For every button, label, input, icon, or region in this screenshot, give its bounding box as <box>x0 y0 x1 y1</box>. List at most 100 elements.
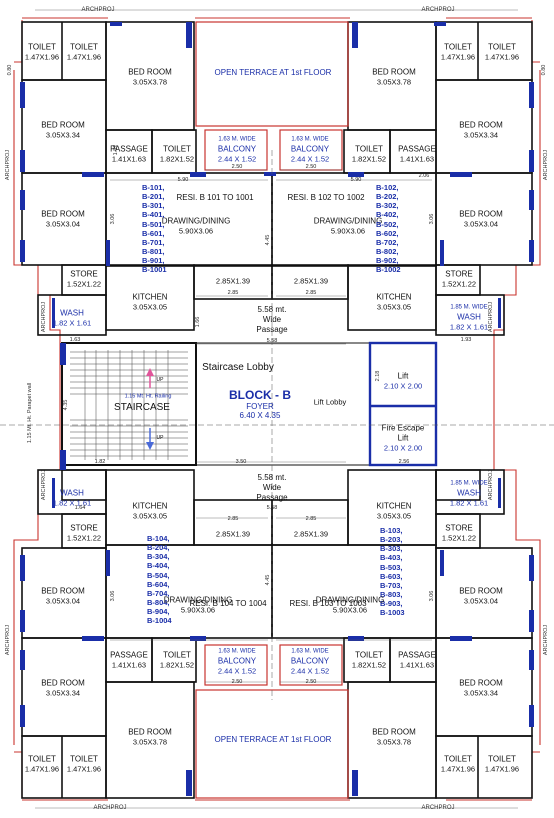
watermark-top-right: ARCHPROJ <box>421 7 455 13</box>
columns <box>20 22 534 796</box>
unit-number: B-1002 <box>376 265 401 275</box>
unit-number: B-504, <box>147 570 170 580</box>
dim-193-t: 1.93 <box>460 337 472 343</box>
watermark-left-4: ARCHPROJ <box>5 624 11 656</box>
unit-number: B-402, <box>376 210 399 220</box>
unit-list-b4: B-104,B-204,B-304,B-404,B-504,B-604,B-70… <box>147 534 172 625</box>
unit-number: B-901, <box>142 256 165 266</box>
sub-bl: 2.85X1.39 <box>215 529 251 539</box>
dim-166: 1.66 <box>195 316 201 328</box>
dim-285-br: 2.85 <box>305 516 317 522</box>
dim-306-tr: 3.06 <box>429 213 435 225</box>
block-title: BLOCK - B FOYER 6.40 X 4.35 <box>229 388 291 420</box>
unit-number: B-403, <box>380 553 403 563</box>
unit-list-b1: B-101,B-201,B-301,B-401,B-501,B-601,B-70… <box>142 183 167 274</box>
dim-590-tl: 5.90 <box>177 177 189 183</box>
dim-250-br: 2.50 <box>305 679 317 685</box>
dim-285-tl: 2.85 <box>227 290 239 296</box>
staircase-label: STAIRCASE <box>114 401 170 413</box>
unit-number: B-401, <box>142 210 165 220</box>
dim-558-t: 5.58 <box>266 338 278 344</box>
unit-number: B-1003 <box>380 608 405 618</box>
watermark-bottom-left: ARCHPROJ <box>93 805 127 811</box>
dim-445-t: 4.45 <box>265 234 271 246</box>
dim-250-bl: 2.50 <box>231 679 243 685</box>
unit-number: B-904, <box>147 607 170 617</box>
staircase-lobby: Staircase Lobby <box>202 361 274 373</box>
unit-number: B-602, <box>376 228 399 238</box>
watermark-left-2: ARCHPROJ <box>41 301 47 333</box>
railing-note: 1.15 Mt. Ht. Railing <box>124 393 172 400</box>
dim-256-b: 2.56 <box>398 459 410 465</box>
unit-number: B-203, <box>380 535 403 545</box>
dim-164-b: 1.64 <box>74 505 86 511</box>
terrace-bottom: OPEN TERRACE AT 1st FLOOR <box>214 735 332 744</box>
unit-number: B-502, <box>376 219 399 229</box>
sub-tl: 2.85X1.39 <box>215 276 251 286</box>
dim-218: 2.18 <box>375 370 381 382</box>
unit-number: B-503, <box>380 562 403 572</box>
dim-163-t: 1.63 <box>69 337 81 343</box>
resi-bot-right: RESI. B 103 TO 1003 <box>289 599 367 608</box>
sub-tr: 2.85X1.39 <box>293 276 329 286</box>
unit-number: B-902, <box>376 256 399 266</box>
dim-558-b: 5.58 <box>266 505 278 511</box>
staircase-steps <box>70 350 188 460</box>
watermark-top-left: ARCHPROJ <box>81 7 115 13</box>
unit-number: B-404, <box>147 561 170 571</box>
unit-number: B-301, <box>142 201 165 211</box>
unit-number: B-701, <box>142 237 165 247</box>
unit-number: B-604, <box>147 579 170 589</box>
unit-number: B-801, <box>142 246 165 256</box>
parapet-note: 1.15 Mt. Ht. Parapet wall <box>27 382 33 444</box>
dim-250-tl: 2.50 <box>231 164 243 170</box>
unit-list-b2: B-102,B-202,B-302,B-402,B-502,B-602,B-70… <box>376 183 401 274</box>
unit-number: B-903, <box>380 599 403 609</box>
unit-number: B-104, <box>147 534 170 543</box>
dim-445-b: 4.45 <box>265 574 271 586</box>
unit-number: B-501, <box>142 219 165 229</box>
unit-number: B-103, <box>380 526 403 535</box>
unit-number: B-204, <box>147 543 170 553</box>
unit-number: B-603, <box>380 571 403 581</box>
dim-152: 1.52 <box>113 144 119 156</box>
watermark-right-1: ARCHPROJ <box>543 149 549 181</box>
dim-285-bl: 2.85 <box>227 516 239 522</box>
unit-number: B-704, <box>147 588 170 598</box>
dim-590-tr: 5.90 <box>350 177 362 183</box>
dim-306-bl: 3.06 <box>110 590 116 602</box>
up-label-1: UP <box>156 376 164 383</box>
